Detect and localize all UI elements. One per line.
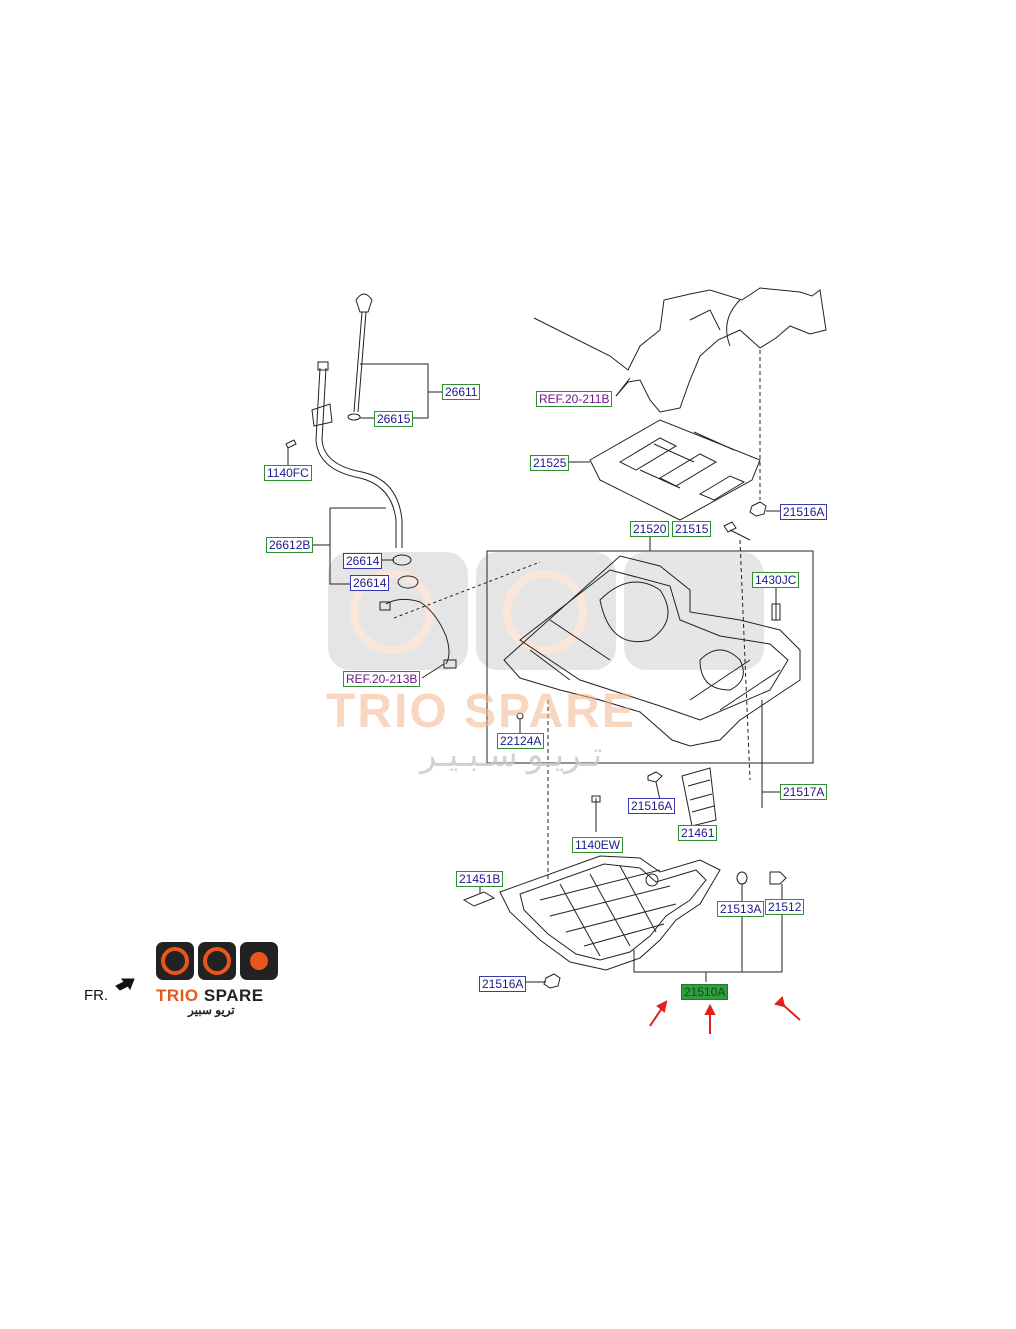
label-21512[interactable]: 21512 <box>765 899 805 915</box>
brand-name: TRIO SPARE <box>156 986 264 1006</box>
upper-oil-pan <box>486 521 814 880</box>
brand-arabic: تريو سبير <box>188 1003 235 1017</box>
watermark-text: TRIO SPARE <box>326 685 636 738</box>
label-21510a-highlighted[interactable]: 21510A <box>681 984 729 1000</box>
label-21515[interactable]: 21515 <box>672 521 712 537</box>
label-26614-a[interactable]: 26614 <box>343 553 383 569</box>
label-1430jc[interactable]: 1430JC <box>752 572 800 588</box>
label-26614-b[interactable]: 26614 <box>350 575 390 591</box>
red-arrows <box>649 996 801 1034</box>
lower-oil-pan <box>462 855 787 989</box>
label-1140fc[interactable]: 1140FC <box>264 465 312 481</box>
label-26612b[interactable]: 26612B <box>266 537 314 553</box>
baffle-plate <box>566 419 761 521</box>
leaders-left <box>287 363 541 679</box>
brand-name-part2: SPARE <box>198 986 264 1005</box>
brand-name-part1: TRIO <box>156 986 199 1005</box>
label-21516a-bot[interactable]: 21516A <box>479 976 527 992</box>
label-22124a[interactable]: 22124A <box>497 733 545 749</box>
front-indicator: FR. <box>84 987 109 1004</box>
label-21516a-top[interactable]: 21516A <box>780 504 828 520</box>
dipstick-assembly <box>285 293 457 669</box>
label-1140ew[interactable]: 1140EW <box>572 837 624 853</box>
label-21513a[interactable]: 21513A <box>717 901 765 917</box>
strainer <box>591 767 717 832</box>
label-21516a-mid[interactable]: 21516A <box>628 798 676 814</box>
label-26611[interactable]: 26611 <box>442 384 481 400</box>
watermark-icons <box>328 552 764 670</box>
label-ref-20-213b[interactable]: REF.20-213B <box>343 671 421 687</box>
label-ref-20-211b[interactable]: REF.20-211B <box>536 391 613 407</box>
label-21520[interactable]: 21520 <box>630 521 670 537</box>
brand-logo-icons <box>156 942 278 980</box>
front-arrow-icon <box>115 978 135 991</box>
label-26615[interactable]: 26615 <box>374 411 414 427</box>
label-21525[interactable]: 21525 <box>530 455 570 471</box>
label-21517a[interactable]: 21517A <box>780 784 828 800</box>
engine-block-outline <box>533 287 827 500</box>
bolt-top <box>749 501 780 517</box>
label-21451b[interactable]: 21451B <box>456 871 504 887</box>
label-21461[interactable]: 21461 <box>678 825 718 841</box>
